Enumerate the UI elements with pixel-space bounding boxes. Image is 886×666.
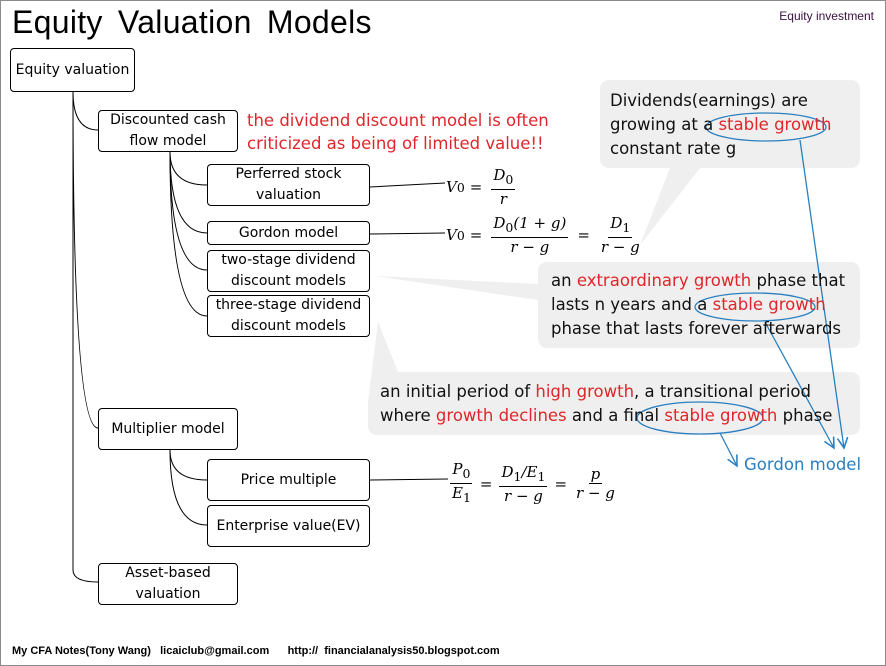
- callout-dividends-line-2-text: growing at a: [610, 115, 719, 134]
- note-line-2: criticized as being of limited value!!: [247, 134, 544, 153]
- callout-two-stage-l1c: phase that: [751, 271, 846, 290]
- formula-v: V: [446, 178, 457, 196]
- arrow-3: [719, 432, 737, 466]
- formula-fraction: D0 r: [491, 166, 516, 208]
- growth-declines-highlight: growth declines: [435, 406, 567, 425]
- node-price-multiple: Price multiple: [207, 459, 370, 501]
- gordon-model-label: Gordon model: [744, 455, 862, 474]
- formula-d: D: [493, 214, 506, 232]
- formula-payout: p: [588, 465, 603, 484]
- callout-dividends-bubble: [600, 80, 860, 245]
- callout-three-stage-bubble: [368, 322, 860, 435]
- formula-fraction-2: D1 r − g: [599, 214, 642, 256]
- formula-d-sub: 0: [505, 172, 514, 187]
- formula-denominator: r − g: [600, 238, 640, 256]
- formula-v-sub: 0: [456, 227, 465, 243]
- formula-e-sub: 1: [462, 490, 471, 505]
- formula-growth-term: (1 + g): [513, 214, 567, 232]
- formula-fraction-2: D1/E1 r − g: [499, 462, 548, 505]
- callout-dividends-line-2: growing at a stable growth: [610, 113, 831, 137]
- node-discounted-cash-flow: Discounted cash flow model: [98, 110, 238, 152]
- formula-e-sub: 1: [537, 468, 546, 484]
- formula-v: V: [446, 226, 457, 244]
- stable-growth-ellipse-2: [694, 292, 816, 322]
- formula-d: D: [493, 166, 506, 184]
- formula-fraction-1: P0 E1: [450, 460, 473, 507]
- dividend-model-note: the dividend discount model is often cri…: [247, 109, 549, 155]
- stable-growth-highlight: stable growth: [664, 406, 778, 425]
- callout-three-stage-line-1: an initial period of high growth, a tran…: [380, 380, 832, 404]
- callout-two-stage-text: an extraordinary growth phase that lasts…: [551, 269, 845, 341]
- callout-three-stage-text: an initial period of high growth, a tran…: [380, 380, 832, 428]
- formula-e: E: [452, 484, 463, 502]
- callout-two-stage-line-3: phase that lasts forever afterwards: [551, 319, 842, 338]
- node-two-stage: two-stage dividend discount models: [207, 250, 370, 292]
- node-asset-based: Asset-based valuation: [98, 563, 238, 605]
- callout-two-stage-line-1: an extraordinary growth phase that: [551, 269, 845, 293]
- formula-p-sub: 0: [462, 466, 471, 481]
- note-line-1: the dividend discount model is often: [247, 111, 549, 130]
- node-multiplier-model: Multiplier model: [98, 408, 238, 450]
- formula-d: D: [501, 462, 514, 481]
- footer-credits: My CFA Notes(Tony Wang) licaiclub@gmail.…: [12, 645, 500, 657]
- high-growth-highlight: high growth: [535, 382, 635, 401]
- stable-growth-highlight: stable growth: [712, 295, 826, 314]
- formula-denominator: r − g: [510, 238, 550, 256]
- formula-d: D: [610, 214, 623, 232]
- callout-dividends-line-3: constant rate g: [610, 139, 737, 158]
- stable-growth-ellipse-1: [705, 112, 827, 142]
- stable-growth-highlight: stable growth: [718, 115, 832, 134]
- formula-d-sub: 0: [505, 220, 514, 235]
- corner-tag: Equity investment: [779, 9, 874, 23]
- formula-d-sub: 1: [513, 468, 522, 484]
- callout-three-stage-line-2: where growth declines and a final stable…: [380, 404, 832, 428]
- formula-r: r: [499, 190, 507, 208]
- callout-dividends-line-1: Dividends(earnings) are: [610, 91, 808, 110]
- extraordinary-growth-highlight: extraordinary growth: [576, 271, 752, 290]
- node-enterprise-value: Enterprise value(EV): [207, 505, 370, 547]
- formula-d-sub: 1: [622, 220, 631, 235]
- formula-e: /E: [521, 462, 538, 481]
- node-preferred-stock: Perferred stock valuation: [207, 164, 370, 206]
- callout-three-stage-l2a: where: [380, 406, 436, 425]
- slide-title: Equity Valuation Models: [12, 4, 372, 40]
- stable-growth-ellipse-3: [636, 401, 764, 435]
- callout-three-stage-l2c: and a final: [566, 406, 665, 425]
- callout-two-stage-line-2: lasts n years and a stable growth: [551, 293, 845, 317]
- formula-price-multiple: P0 E1 = D1/E1 r − g = p r − g: [450, 460, 617, 507]
- formula-denominator: r − g: [576, 484, 615, 502]
- node-equity-valuation: Equity valuation: [10, 48, 135, 92]
- node-three-stage: three-stage dividend discount models: [207, 295, 370, 337]
- callout-dividends-text: Dividends(earnings) are growing at a sta…: [610, 89, 831, 161]
- callout-two-stage-l1a: an: [551, 271, 577, 290]
- callout-three-stage-l1c: , a transitional period: [634, 382, 811, 401]
- arrow-1: [799, 139, 844, 448]
- formula-denominator: r − g: [504, 486, 543, 505]
- callout-three-stage-l2e: phase: [777, 406, 833, 425]
- formula-p: P: [452, 460, 463, 478]
- formula-v-sub: 0: [456, 179, 465, 195]
- callout-three-stage-l1a: an initial period of: [380, 382, 536, 401]
- arrow-2: [764, 321, 834, 448]
- callout-two-stage-l2a: lasts n years and a: [551, 295, 713, 314]
- formula-fraction-1: D0(1 + g) r − g: [491, 214, 569, 256]
- formula-fraction-3: p r − g: [574, 465, 617, 502]
- callout-two-stage-bubble: [375, 262, 860, 348]
- node-gordon-model: Gordon model: [207, 221, 370, 245]
